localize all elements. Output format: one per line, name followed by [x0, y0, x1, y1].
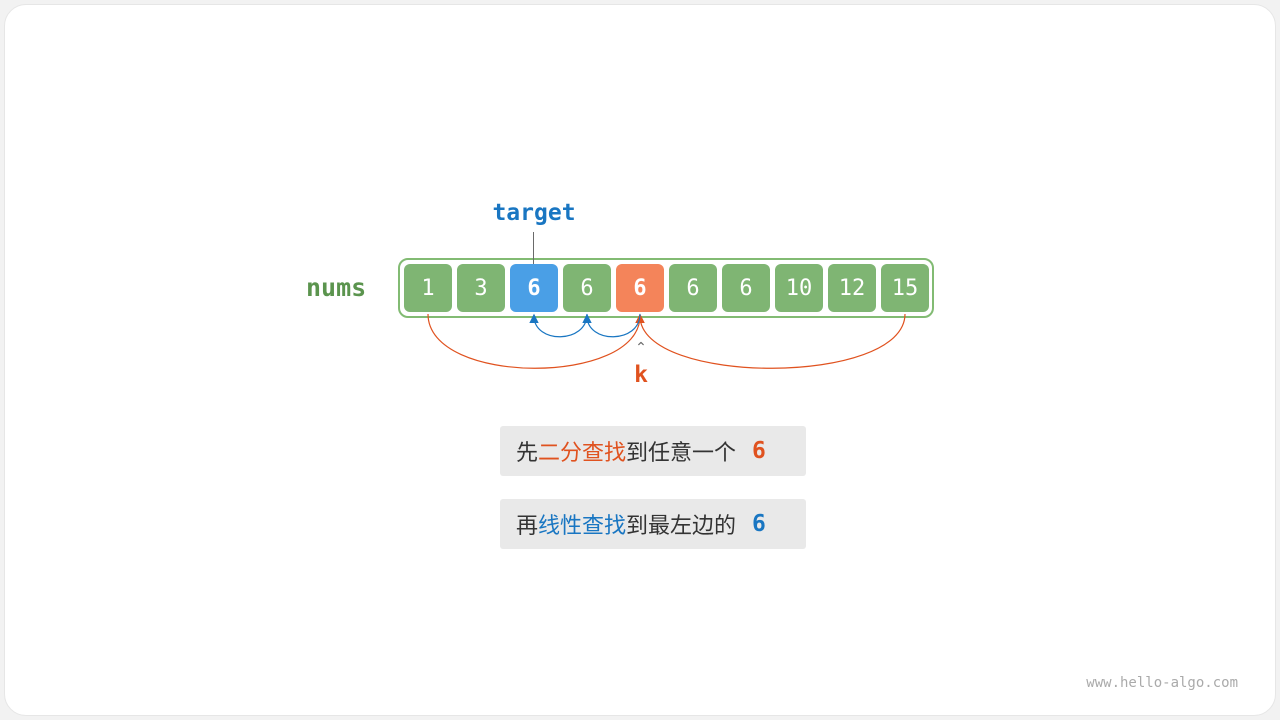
- note-number: 6: [752, 511, 766, 537]
- linear-search-arc-0: [582, 313, 641, 338]
- k-label: k: [634, 362, 648, 388]
- array-cell-9: 15: [881, 264, 929, 312]
- array-cell-8: 12: [828, 264, 876, 312]
- note-highlight: 线性查找: [538, 514, 627, 539]
- array-cell-2: 6: [510, 264, 558, 312]
- linear-search-arc-1: [529, 313, 588, 338]
- note-binary-search: 先二分查找到任意一个 6: [500, 426, 806, 476]
- note-suffix: 到任意一个: [626, 441, 737, 466]
- nums-label: nums: [306, 273, 367, 302]
- binary-search-arc-0: [427, 313, 645, 369]
- binary-search-arc-1: [635, 313, 906, 369]
- canvas-card: [4, 4, 1276, 716]
- note-prefix: 再: [516, 514, 539, 539]
- note-prefix: 先: [516, 441, 539, 466]
- note-highlight: 二分查找: [538, 441, 627, 466]
- note-linear-search: 再线性查找到最左边的 6: [500, 499, 806, 549]
- array-cell-7: 10: [775, 264, 823, 312]
- target-label: target: [492, 200, 576, 226]
- array-cell-5: 6: [669, 264, 717, 312]
- k-pointer-arrow-icon: ⌃: [635, 340, 647, 356]
- array-cell-0: 1: [404, 264, 452, 312]
- array-cell-4: 6: [616, 264, 664, 312]
- target-pointer-line: [533, 232, 534, 264]
- watermark: www.hello-algo.com: [1086, 675, 1238, 691]
- note-suffix: 到最左边的: [626, 514, 737, 539]
- array-cell-3: 6: [563, 264, 611, 312]
- note-number: 6: [752, 438, 766, 464]
- array-cell-6: 6: [722, 264, 770, 312]
- array-cell-1: 3: [457, 264, 505, 312]
